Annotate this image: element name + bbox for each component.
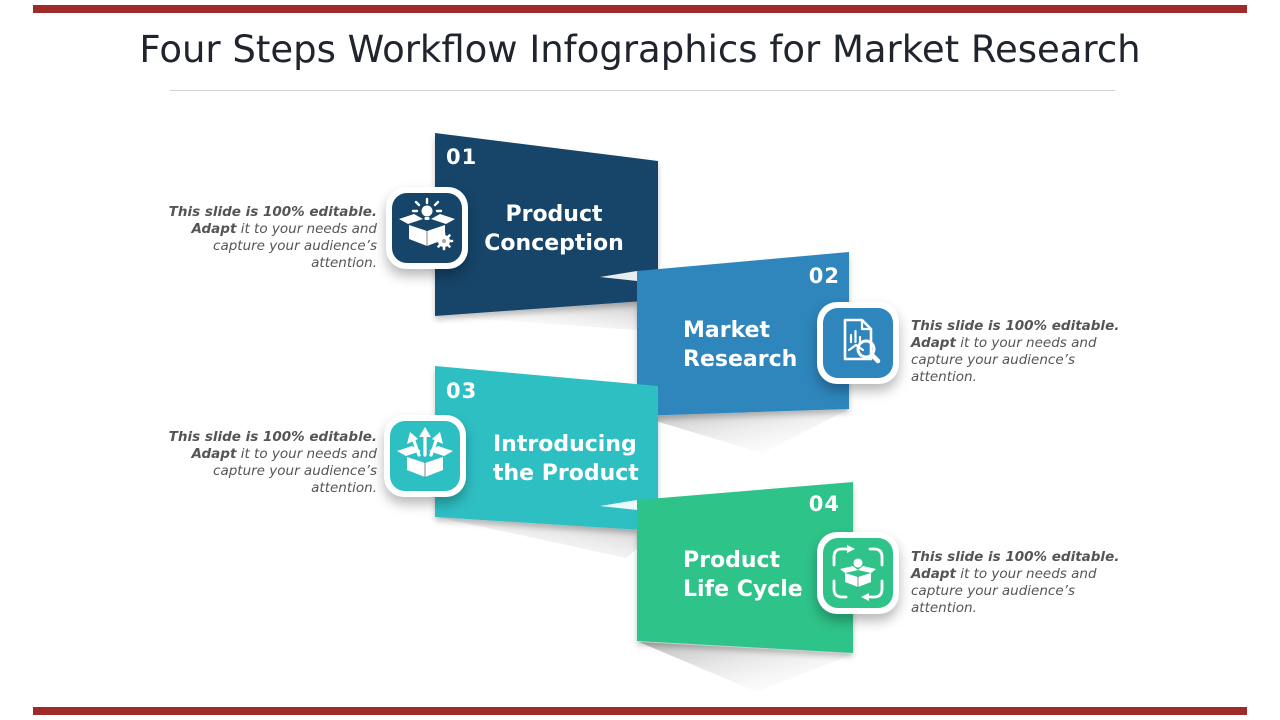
- step4-title: Product Life Cycle: [683, 546, 853, 604]
- top-accent-bar: [33, 5, 1247, 13]
- step1-title: Product Conception: [468, 200, 640, 258]
- step3-note-rest: it to your needs and capture your audien…: [213, 446, 377, 496]
- step4-note: This slide is 100% editable. Adapt it to…: [911, 549, 1121, 617]
- step2-title: Market Research: [683, 316, 853, 374]
- step2-title-line2: Research: [683, 347, 798, 372]
- step4-title-line2: Life Cycle: [683, 577, 803, 602]
- step3-icon-card[interactable]: [384, 415, 466, 497]
- step4-icon-card[interactable]: [817, 532, 899, 614]
- curl-shadow-step3: [437, 517, 658, 558]
- step1-title-line1: Product: [505, 202, 603, 227]
- idea-box-icon: [399, 197, 455, 251]
- step4-note-rest: it to your needs and capture your audien…: [911, 566, 1097, 616]
- step4-title-line1: Product: [683, 548, 781, 573]
- step3-note-bold: This slide is 100% editable. Adapt: [168, 429, 377, 462]
- step3-number: 03: [446, 379, 478, 403]
- step3-title-line1: Introducing: [493, 432, 637, 457]
- step4-number: 04: [808, 492, 840, 516]
- curl-shadow-step2: [639, 409, 849, 453]
- step2-shape[interactable]: [637, 252, 849, 416]
- step1-icon-card[interactable]: [386, 187, 468, 269]
- step1-shape[interactable]: [435, 133, 658, 316]
- step2-note: This slide is 100% editable. Adapt it to…: [911, 318, 1121, 386]
- step2-title-line1: Market: [683, 318, 771, 343]
- step3-note: This slide is 100% editable. Adapt it to…: [167, 429, 377, 497]
- step3-title: Introducing the Product: [493, 430, 663, 488]
- step2-note-rest: it to your needs and capture your audien…: [911, 335, 1097, 385]
- fold-sliver-step4: [600, 500, 637, 510]
- step4-note-bold: This slide is 100% editable. Adapt: [911, 549, 1120, 582]
- step1-title-line2: Conception: [484, 231, 624, 256]
- step2-number: 02: [808, 264, 840, 288]
- step2-icon-card[interactable]: [817, 302, 899, 384]
- curl-shadow-step1: [437, 300, 658, 330]
- step1-note-bold: This slide is 100% editable. Adapt: [168, 204, 377, 237]
- launch-box-icon: [397, 427, 453, 478]
- step1-note-rest: it to your needs and capture your audien…: [213, 221, 377, 271]
- step3-shape[interactable]: [435, 366, 658, 531]
- step4-shape[interactable]: [637, 482, 853, 653]
- step1-number: 01: [446, 145, 478, 169]
- step3-title-line2: the Product: [493, 461, 639, 486]
- lifecycle-icon: [832, 545, 884, 601]
- research-document-icon: [843, 318, 881, 364]
- fold-sliver-step2: [600, 271, 637, 281]
- slide-title: Four Steps Workflow Infographics for Mar…: [139, 28, 1141, 71]
- curl-shadow-step4: [639, 642, 853, 692]
- step2-note-bold: This slide is 100% editable. Adapt: [911, 318, 1120, 351]
- title-divider: [170, 90, 1115, 91]
- step1-note: This slide is 100% editable. Adapt it to…: [167, 204, 377, 272]
- bottom-accent-bar: [33, 707, 1247, 715]
